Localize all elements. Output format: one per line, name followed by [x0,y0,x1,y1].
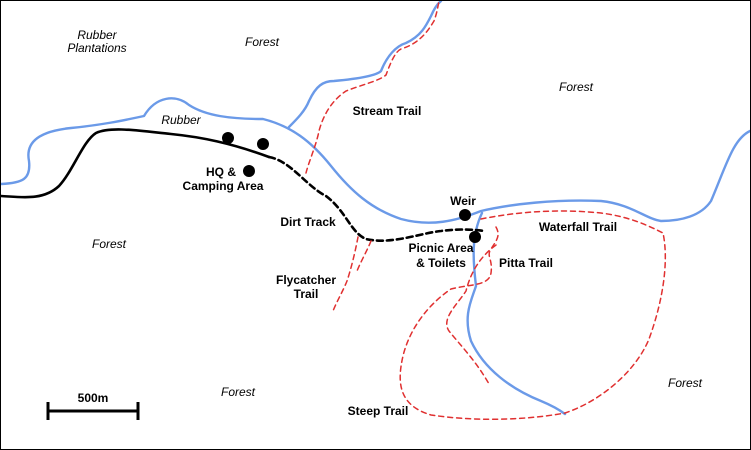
flycatcher-trail-path [332,236,359,312]
camping-marker [243,165,255,177]
river-stream-branch [287,1,443,129]
feature-markers [222,132,481,243]
stream-trail-path [305,1,440,174]
river-south-branch [466,211,567,416]
stream-trail-label: Stream Trail [353,104,422,118]
weir-label: Weir [450,194,476,208]
waterfall-trail-path [399,210,667,420]
dirt-track [1,128,486,242]
forest-label-bottom: Forest [221,385,256,399]
hq-marker-2 [257,138,269,150]
dirt-track-path [267,155,486,242]
pitta-trail-label: Pitta Trail [499,256,553,270]
rubber-label: Rubber [161,113,201,127]
dirt-track-label: Dirt Track [280,215,336,229]
forest-label-bottom-right: Forest [668,376,703,390]
forest-label-right-top: Forest [559,80,594,94]
picnic-marker [469,231,481,243]
river [1,1,750,416]
weir-marker [459,209,471,221]
feature-labels: Stream Trail HQ & Camping Area Weir Dirt… [183,104,618,418]
hq-label: HQ & [206,165,236,179]
flycatcher-trail-label: Flycatcher [276,273,336,287]
waterfall-trail-label: Waterfall Trail [539,220,617,234]
camping-area-label: Camping Area [183,179,264,193]
hq-marker-1 [222,132,234,144]
forest-label-top: Forest [245,35,280,49]
river-main [1,97,750,224]
rubber-plantations-label: Rubber [77,28,117,42]
area-labels: Rubber Plantations Forest Forest Rubber … [67,28,702,399]
steep-trail-label: Steep Trail [348,404,409,418]
flycatcher-spur-path [356,240,372,272]
forest-label-left: Forest [92,237,127,251]
scale-bar: 500m [46,391,140,420]
rubber-plantations-label-2: Plantations [67,41,126,55]
pitta-trail-path [446,244,497,385]
scale-bar-label: 500m [78,391,109,405]
toilets-label: & Toilets [416,256,466,270]
walking-trails [305,1,667,420]
flycatcher-trail-label-2: Trail [294,287,319,301]
access-road [1,128,271,199]
picnic-area-label: Picnic Area [409,241,474,255]
